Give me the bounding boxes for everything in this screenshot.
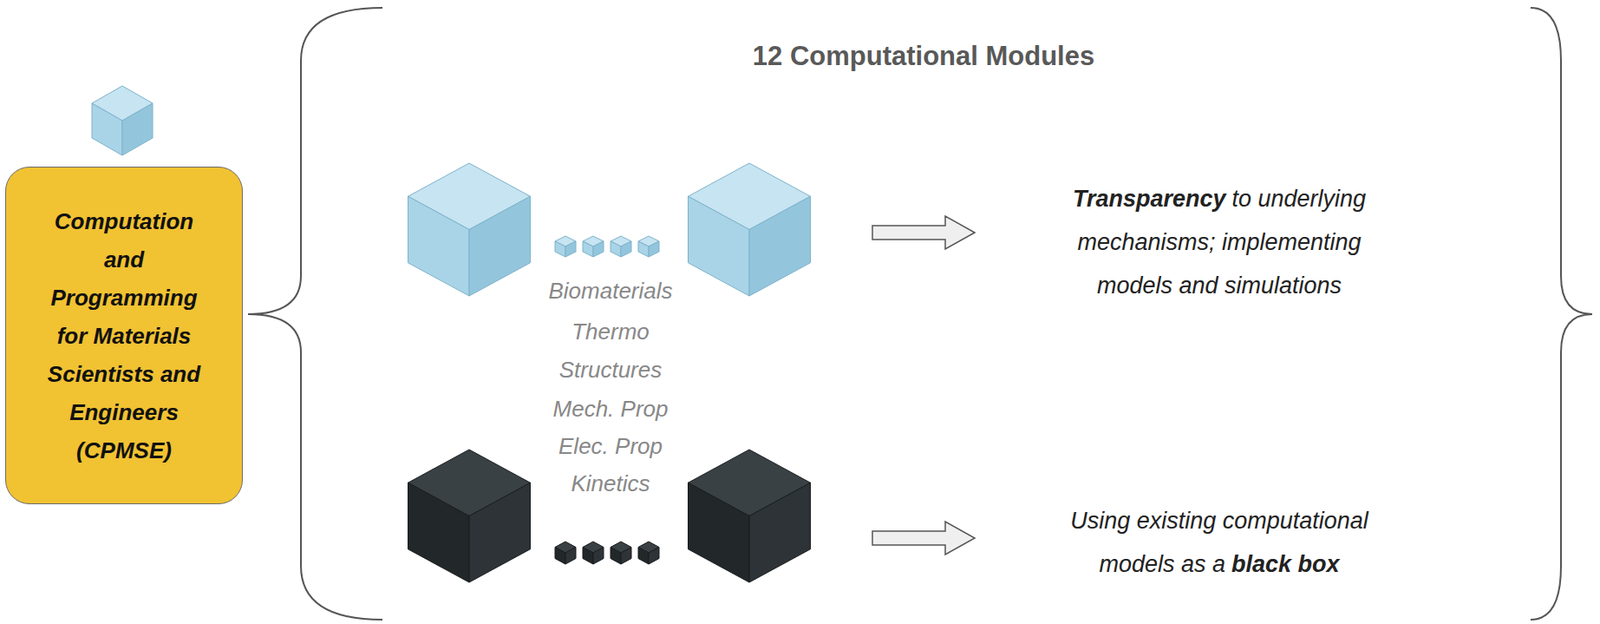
blue-cube-face — [648, 241, 660, 257]
blue-cube-face — [565, 241, 576, 257]
title-box: Computation and Programming for Material… — [5, 166, 243, 504]
emphasis: Transparency — [1072, 185, 1227, 212]
module-name: Thermo — [506, 318, 715, 345]
blue-cube-face — [593, 241, 604, 257]
black-cube-face — [620, 547, 632, 565]
black-cube-face — [565, 547, 576, 565]
emphasis: black box — [1231, 550, 1340, 577]
left-brace — [248, 7, 383, 620]
module-name: Biomaterials — [506, 277, 715, 304]
block-arrow — [872, 521, 975, 555]
module-name: Structures — [506, 356, 715, 383]
description: Using existing computational models as a… — [1037, 498, 1402, 586]
blue-cube-face — [688, 195, 751, 296]
diagram-title: 12 Computational Modules — [752, 40, 1095, 72]
block-arrow — [872, 215, 975, 249]
black-cube-face — [648, 547, 660, 565]
black-cube-face — [582, 547, 594, 565]
blue-cube-face — [638, 241, 649, 257]
right-brace — [1530, 7, 1593, 620]
module-name: Elec. Prop — [506, 432, 715, 459]
module-name: Mech. Prop — [506, 395, 715, 422]
module-name: Kinetics — [506, 470, 715, 497]
black-cube-face — [749, 482, 811, 582]
blue-cube-face — [91, 103, 123, 156]
black-cube-face — [408, 482, 471, 582]
blue-cube-face — [408, 195, 471, 296]
blue-cube-face — [620, 241, 632, 257]
black-cube-face — [610, 547, 621, 565]
black-cube-face — [593, 547, 604, 565]
black-cube-face — [469, 482, 531, 582]
blue-cube-face — [122, 103, 153, 156]
blue-cube-face — [582, 241, 594, 257]
blue-cube-face — [469, 195, 531, 296]
description: Transparencyto underlying mechanisms; im… — [1037, 176, 1402, 307]
black-cube-face — [555, 547, 566, 565]
blue-cube-face — [555, 241, 566, 257]
black-cube-face — [688, 482, 751, 582]
black-cube-face — [638, 547, 649, 565]
blue-cube-face — [610, 241, 621, 257]
blue-cube-face — [749, 195, 811, 296]
box-text: Computation and Programming for Material… — [33, 202, 215, 470]
